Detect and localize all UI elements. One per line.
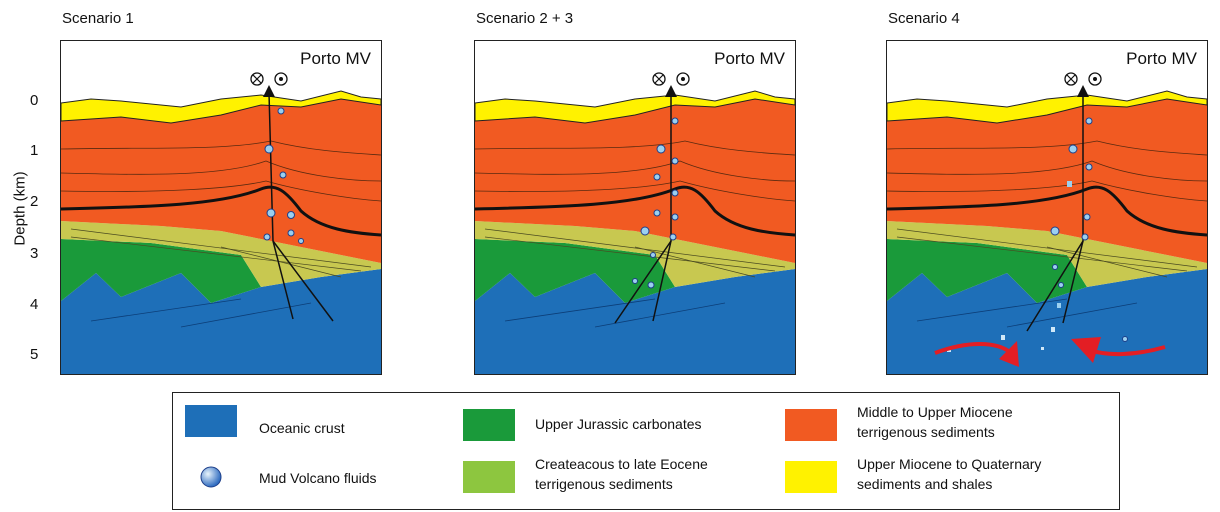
depth-axis-label: Depth (km)	[11, 171, 29, 246]
porto-mv-label: Porto MV	[1126, 49, 1197, 68]
cross-section-svg	[61, 41, 381, 374]
legend-label-upper-jurassic: Upper Jurassic carbonates	[535, 416, 702, 432]
mud-volcano-fluid-icon	[200, 466, 222, 488]
cross-section-svg	[887, 41, 1207, 374]
scenario-1-cross-section: Porto MV	[60, 40, 382, 375]
legend-label-miocene-1: Middle to Upper Miocene	[857, 404, 1013, 420]
legend-label-miocene-2: terrigenous sediments	[857, 424, 995, 440]
legend-swatch-miocene	[785, 409, 837, 441]
depth-tick: 3	[30, 245, 39, 262]
depth-tick: 2	[30, 193, 39, 210]
legend-label-quaternary-1: Upper Miocene to Quaternary	[857, 456, 1042, 472]
scenario-4-title: Scenario 4	[888, 10, 960, 27]
legend-swatch-oceanic-crust	[185, 405, 237, 437]
legend-label-mud-volcano-fluids: Mud Volcano fluids	[259, 470, 377, 486]
legend: Oceanic crust Mud Volcano fluids Upper J…	[172, 392, 1120, 510]
depth-tick: 1	[30, 142, 39, 159]
depth-tick: 5	[30, 346, 39, 363]
porto-mv-label: Porto MV	[714, 49, 785, 68]
cross-section-svg	[475, 41, 795, 374]
porto-mv-label: Porto MV	[300, 49, 371, 68]
scenario-1-title: Scenario 1	[62, 10, 134, 27]
scenario-2-3-title: Scenario 2 + 3	[476, 10, 574, 27]
scenario-4-cross-section: Porto MV	[886, 40, 1208, 375]
legend-label-cretaceous-eocene-2: terrigenous sediments	[535, 476, 673, 492]
depth-axis: Depth (km) 0 1 2 3 4 5	[0, 40, 60, 380]
legend-label-oceanic-crust: Oceanic crust	[259, 420, 345, 436]
legend-swatch-quaternary	[785, 461, 837, 493]
legend-swatch-cretaceous-eocene	[463, 461, 515, 493]
legend-label-cretaceous-eocene-1: Createacous to late Eocene	[535, 456, 708, 472]
depth-tick: 0	[30, 92, 39, 109]
scenario-2-3-cross-section: Porto MV	[474, 40, 796, 375]
legend-swatch-upper-jurassic	[463, 409, 515, 441]
depth-tick: 4	[30, 296, 39, 313]
legend-label-quaternary-2: sediments and shales	[857, 476, 993, 492]
